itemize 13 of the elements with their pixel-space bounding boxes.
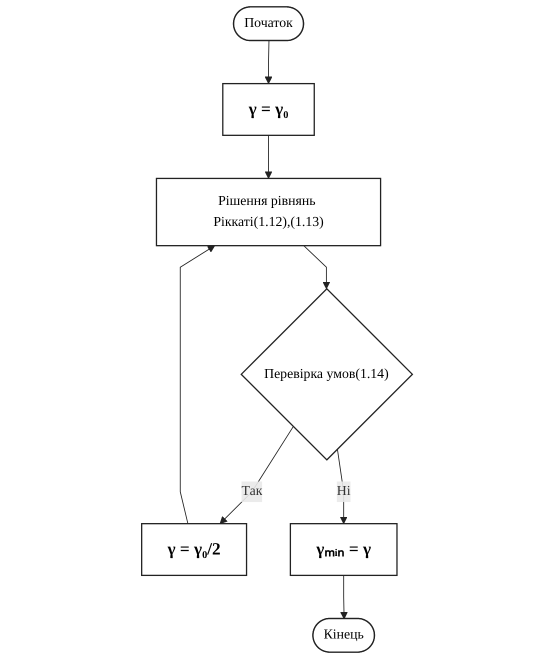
node-box: Рішення рівнянь Ріккаті(1.12),(1.13) [156, 178, 382, 246]
arrow [304, 245, 331, 290]
node-box: γₘᵢₙ = γ [290, 523, 398, 576]
arrow [180, 245, 216, 524]
node-box: γ = γ₀ [222, 82, 316, 136]
node-box: γ = γ₀/2 [141, 523, 248, 576]
arrow [265, 134, 273, 179]
node-diamond: Перевірка умов(1.14) [240, 288, 414, 461]
arrow [340, 574, 348, 620]
edge-label: Ні [337, 484, 352, 499]
arrow [265, 40, 273, 84]
edge-label: Так [242, 484, 263, 499]
arrow [220, 426, 294, 524]
